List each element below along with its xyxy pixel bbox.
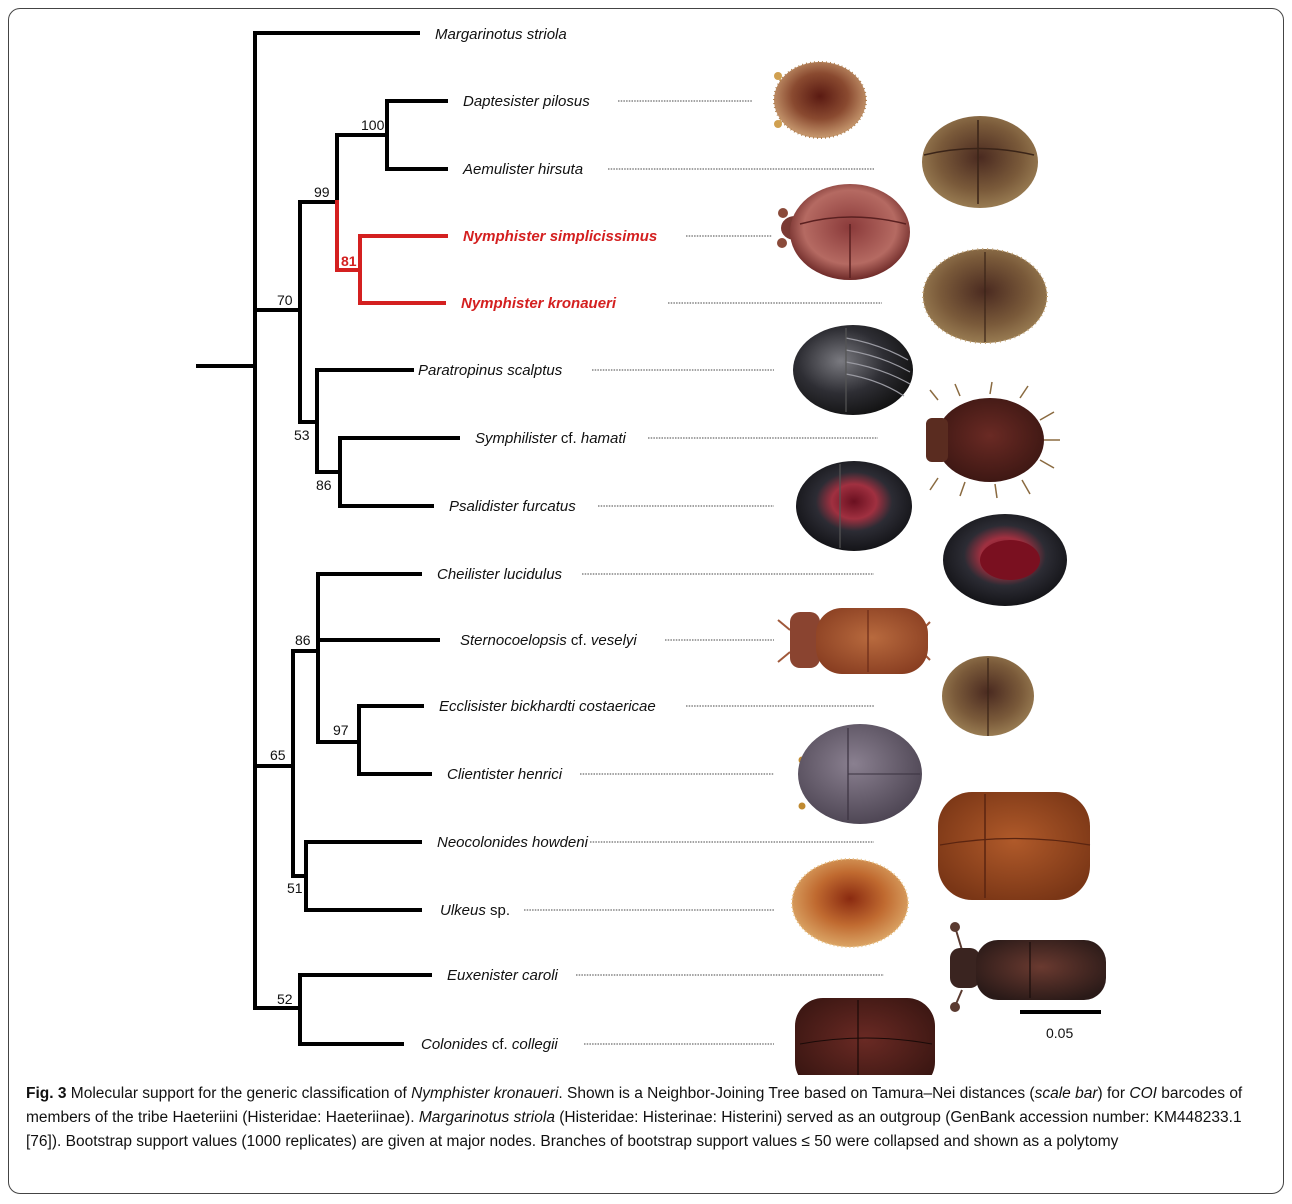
taxon-label: Ecclisister bickhardti costaericae xyxy=(439,698,656,715)
taxon-name-part: Ulkeus xyxy=(440,902,486,919)
support-value: 51 xyxy=(287,880,303,896)
caption-text: Molecular support for the generic classi… xyxy=(26,1085,1242,1150)
taxon-name-part: Symphilister xyxy=(475,430,558,447)
taxon-name-part: cf. xyxy=(488,1036,512,1053)
taxon-name-part: Margarinotus striola xyxy=(435,26,567,43)
taxon-label: Margarinotus striola xyxy=(435,26,567,43)
beetle-photo-colonides xyxy=(795,998,935,1075)
figure-label: Fig. 3 xyxy=(26,1085,66,1102)
beetle-photo-clientister xyxy=(798,724,922,824)
beetle-photo-sternocoelopsis xyxy=(778,608,930,674)
caption-run: COI xyxy=(1129,1085,1157,1102)
taxon-name-part: hamati xyxy=(581,430,627,447)
taxon-name-part: collegii xyxy=(512,1036,559,1053)
taxon-name-part: Nymphister simplicissimus xyxy=(463,228,657,245)
taxon-label: Colonides cf. collegii xyxy=(421,1036,558,1053)
caption-run: ) for xyxy=(1098,1085,1130,1102)
support-value: 100 xyxy=(361,117,385,133)
taxon-name-part: Psalidister furcatus xyxy=(449,498,576,515)
specimen-images xyxy=(774,62,1106,1075)
support-value: 99 xyxy=(314,184,330,200)
beetle-photo-euxenister xyxy=(950,922,1106,1012)
beetle-photo-cheilister xyxy=(943,514,1067,606)
beetle-photo-nymphister-simplicissimus xyxy=(777,184,910,280)
taxon-name-part: Euxenister caroli xyxy=(447,967,559,984)
caption-run: Margarinotus striola xyxy=(419,1109,555,1126)
taxon-label: Neocolonides howdeni xyxy=(437,834,589,851)
taxon-name-part: Paratropinus scalptus xyxy=(418,362,563,379)
taxon-name-part: Sternocoelopsis xyxy=(460,632,567,649)
support-value: 81 xyxy=(341,253,357,269)
scale-bar-label: 0.05 xyxy=(1046,1025,1073,1041)
figure-caption: Fig. 3 Molecular support for the generic… xyxy=(26,1082,1266,1154)
taxon-label: Sternocoelopsis cf. veselyi xyxy=(460,632,637,649)
taxon-label: Daptesister pilosus xyxy=(463,93,590,110)
taxon-label: Psalidister furcatus xyxy=(449,498,576,515)
support-value: 70 xyxy=(277,292,293,308)
taxon-label: Ulkeus sp. xyxy=(440,902,510,919)
taxon-label: Symphilister cf. hamati xyxy=(475,430,627,447)
taxon-name-part: sp. xyxy=(486,902,510,919)
taxon-label: Paratropinus scalptus xyxy=(418,362,563,379)
support-value: 65 xyxy=(270,747,286,763)
beetle-photo-aemulister xyxy=(922,116,1038,208)
taxon-name-part: Aemulister hirsuta xyxy=(462,161,583,178)
beetle-photo-ecclisister xyxy=(942,656,1034,736)
support-value: 86 xyxy=(316,477,332,493)
beetle-photo-neocolonides xyxy=(938,792,1090,900)
taxon-name-part: Ecclisister bickhardti costaericae xyxy=(439,698,656,715)
beetle-photo-symphilister xyxy=(926,382,1060,498)
taxon-name-part: Neocolonides howdeni xyxy=(437,834,589,851)
support-value: 86 xyxy=(295,632,311,648)
support-value: 53 xyxy=(294,427,310,443)
taxon-name-part: Colonides xyxy=(421,1036,488,1053)
taxon-labels: Margarinotus striola Daptesister pilosus… xyxy=(418,26,657,1053)
support-values: 100 99 81 70 53 86 86 97 65 51 52 xyxy=(270,117,385,1007)
taxon-name-part: Nymphister kronaueri xyxy=(461,295,617,312)
taxon-name-part: cf. xyxy=(557,430,581,447)
beetle-photo-psalidister xyxy=(796,461,912,551)
caption-run: Molecular support for the generic classi… xyxy=(66,1085,411,1102)
caption-run: Nymphister kronaueri xyxy=(411,1085,558,1102)
support-value: 52 xyxy=(277,991,293,1007)
taxon-label: Nymphister kronaueri xyxy=(461,295,617,312)
taxon-label: Aemulister hirsuta xyxy=(462,161,583,178)
caption-run: . Shown is a Neighbor-Joining Tree based… xyxy=(558,1085,1034,1102)
taxon-label: Euxenister caroli xyxy=(447,967,559,984)
phylogenetic-tree: Margarinotus striola Daptesister pilosus… xyxy=(0,0,1292,1075)
taxon-label: Nymphister simplicissimus xyxy=(463,228,657,245)
taxon-name-part: Daptesister pilosus xyxy=(463,93,590,110)
support-value: 97 xyxy=(333,722,349,738)
taxon-label: Clientister henrici xyxy=(447,766,563,783)
taxon-name-part: cf. xyxy=(567,632,591,649)
caption-run: scale bar xyxy=(1035,1085,1098,1102)
taxon-name-part: Clientister henrici xyxy=(447,766,563,783)
beetle-photo-ulkeus xyxy=(792,859,908,947)
taxon-name-part: veselyi xyxy=(591,632,638,649)
taxon-name-part: Cheilister lucidulus xyxy=(437,566,563,583)
beetle-photo-daptesister xyxy=(774,62,866,138)
beetle-photo-nymphister-kronaueri xyxy=(923,249,1047,343)
taxon-label: Cheilister lucidulus xyxy=(437,566,563,583)
scale-bar: 0.05 xyxy=(1020,1012,1101,1041)
beetle-photo-paratropinus xyxy=(793,325,913,415)
